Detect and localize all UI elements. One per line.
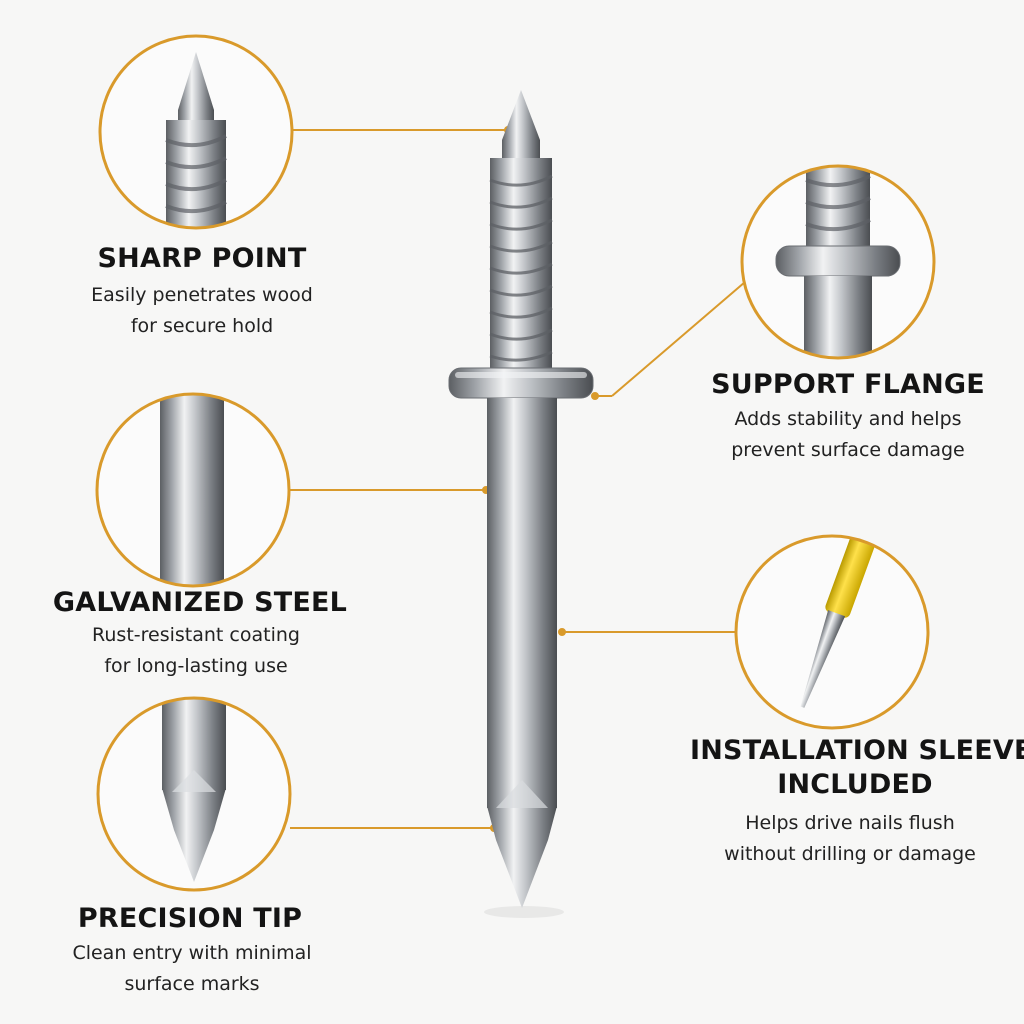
support-flange-desc-line2: prevent surface damage xyxy=(731,439,965,461)
shank-closeup xyxy=(95,392,291,588)
galvanized-steel-description: Rust-resistant coating for long-lasting … xyxy=(46,620,346,682)
installation-sleeve-title: INSTALLATION SLEEVE INCLUDED xyxy=(690,734,1024,802)
precision-tip-title: PRECISION TIP xyxy=(77,903,303,934)
galvanized-steel-desc-line1: Rust-resistant coating xyxy=(92,624,300,646)
precision-tip-desc-line1: Clean entry with minimal xyxy=(72,942,312,964)
tip-closeup xyxy=(96,696,292,892)
installation-sleeve-title-line1: INSTALLATION SLEEVE xyxy=(690,735,1024,766)
galvanized-steel-desc-line2: for long-lasting use xyxy=(104,655,288,677)
sharp-point-description: Easily penetrates wood for secure hold xyxy=(52,280,352,342)
support-flange-desc-line1: Adds stability and helps xyxy=(734,408,962,430)
double-ended-nail xyxy=(448,90,594,918)
installation-sleeve-desc-line2: without drilling or damage xyxy=(724,843,976,865)
sharp-point-title: SHARP POINT xyxy=(97,243,307,274)
support-flange-title: SUPPORT FLANGE xyxy=(711,369,985,400)
sharp-point-closeup xyxy=(98,34,294,230)
installation-sleeve-desc-line1: Helps drive nails flush xyxy=(745,812,955,834)
sharp-point-desc-line2: for secure hold xyxy=(130,315,274,337)
leader-support-flange xyxy=(611,281,746,397)
galvanized-steel-title: GALVANIZED STEEL xyxy=(52,587,348,618)
precision-tip-desc-line2: surface marks xyxy=(124,973,260,995)
sharp-point-desc-line1: Easily penetrates wood xyxy=(91,284,313,306)
sleeve-closeup xyxy=(734,534,930,730)
support-flange-description: Adds stability and helps prevent surface… xyxy=(698,404,998,466)
installation-sleeve-title-line2: INCLUDED xyxy=(777,769,933,800)
installation-sleeve-description: Helps drive nails flush without drilling… xyxy=(700,808,1000,870)
flange-closeup xyxy=(740,164,936,360)
precision-tip-description: Clean entry with minimal surface marks xyxy=(42,938,342,1000)
